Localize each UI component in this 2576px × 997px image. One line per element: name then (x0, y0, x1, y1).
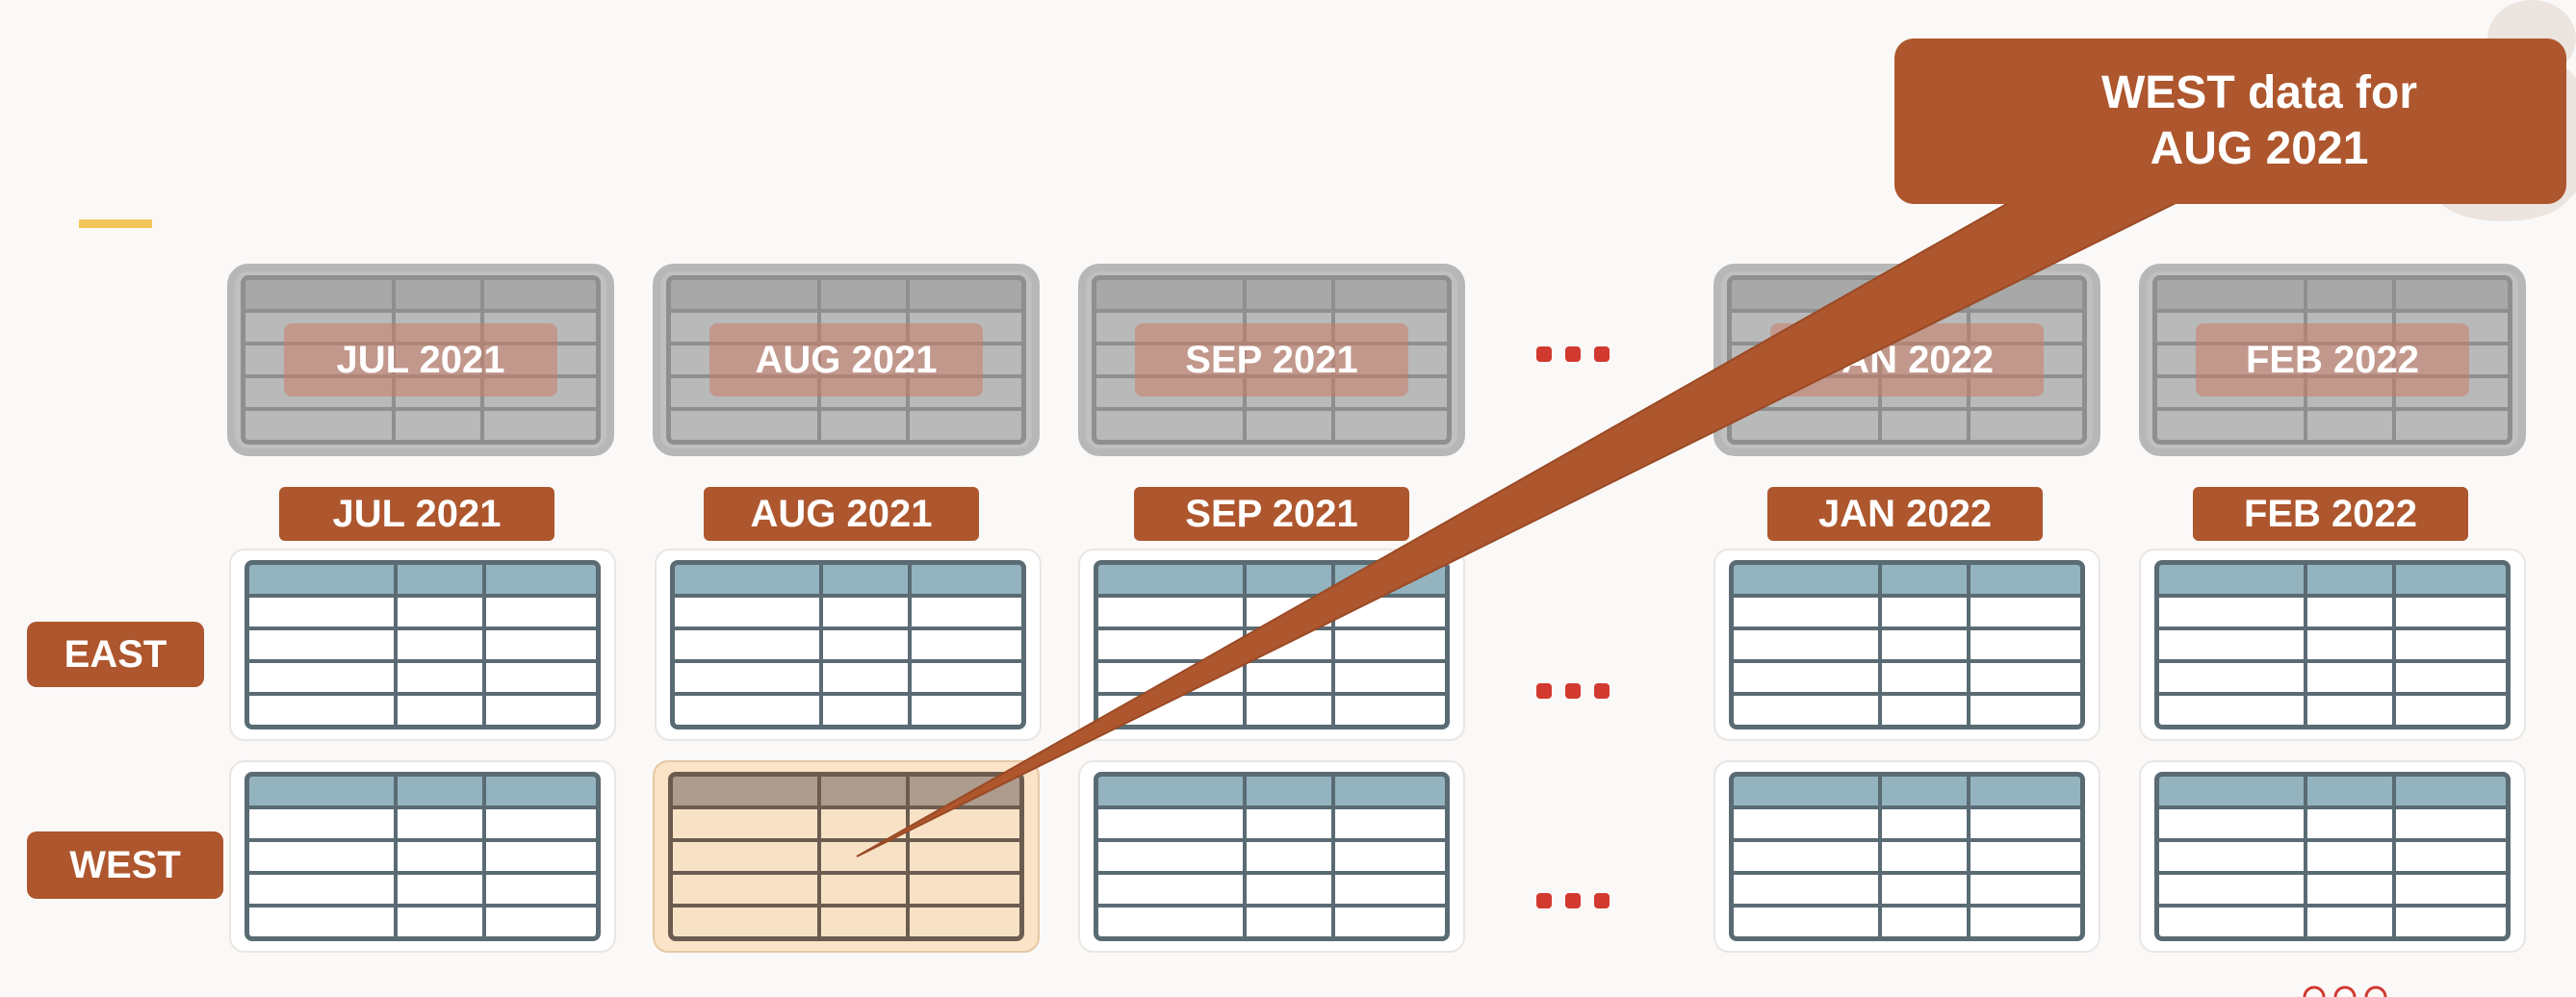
month-label-jul-2021: JUL 2021 (279, 487, 554, 541)
decorative-dots-icon (2303, 985, 2387, 997)
month-label-sep-2021: SEP 2021 (1134, 487, 1409, 541)
partition-table-east-feb-2022 (2139, 549, 2526, 741)
region-label-west: WEST (27, 831, 223, 899)
partition-table-east-jul-2021 (229, 549, 616, 741)
month-label-jan-2022: JAN 2022 (1767, 487, 2043, 541)
ellipsis-icon (1536, 346, 1610, 362)
callout-line-1: WEST data for (2100, 67, 2417, 118)
partition-table-east-jan-2022 (1713, 549, 2100, 741)
table-grid (2154, 560, 2511, 729)
month-label-aug-2021: AUG 2021 (704, 487, 979, 541)
source-table-label: FEB 2022 (2196, 323, 2469, 396)
table-grid (245, 772, 601, 941)
table-grid (670, 560, 1026, 729)
ellipsis-icon (1536, 683, 1610, 699)
table-grid (2154, 772, 2511, 941)
ellipsis-icon (1536, 893, 1610, 908)
source-table-feb-2022: FEB 2022 (2139, 264, 2526, 456)
callout-line-2: AUG 2021 (2150, 123, 2369, 174)
partition-table-east-aug-2021 (655, 549, 1042, 741)
accent-bar (79, 219, 152, 228)
source-table-aug-2021: AUG 2021 (653, 264, 1040, 456)
partition-table-west-sep-2021 (1078, 760, 1465, 953)
month-label-feb-2022: FEB 2022 (2193, 487, 2468, 541)
source-table-jul-2021: JUL 2021 (227, 264, 614, 456)
table-grid (245, 560, 601, 729)
table-grid (1729, 772, 2085, 941)
region-label-east: EAST (27, 622, 204, 687)
callout-box: WEST data for AUG 2021 (1894, 38, 2566, 204)
partition-table-west-feb-2022 (2139, 760, 2526, 953)
source-table-label: AUG 2021 (709, 323, 983, 396)
source-table-label: SEP 2021 (1135, 323, 1408, 396)
partition-table-west-jul-2021 (229, 760, 616, 953)
source-table-sep-2021: SEP 2021 (1078, 264, 1465, 456)
partition-table-west-jan-2022 (1713, 760, 2100, 953)
table-grid (1094, 772, 1450, 941)
table-grid (1729, 560, 2085, 729)
source-table-label: JUL 2021 (284, 323, 557, 396)
